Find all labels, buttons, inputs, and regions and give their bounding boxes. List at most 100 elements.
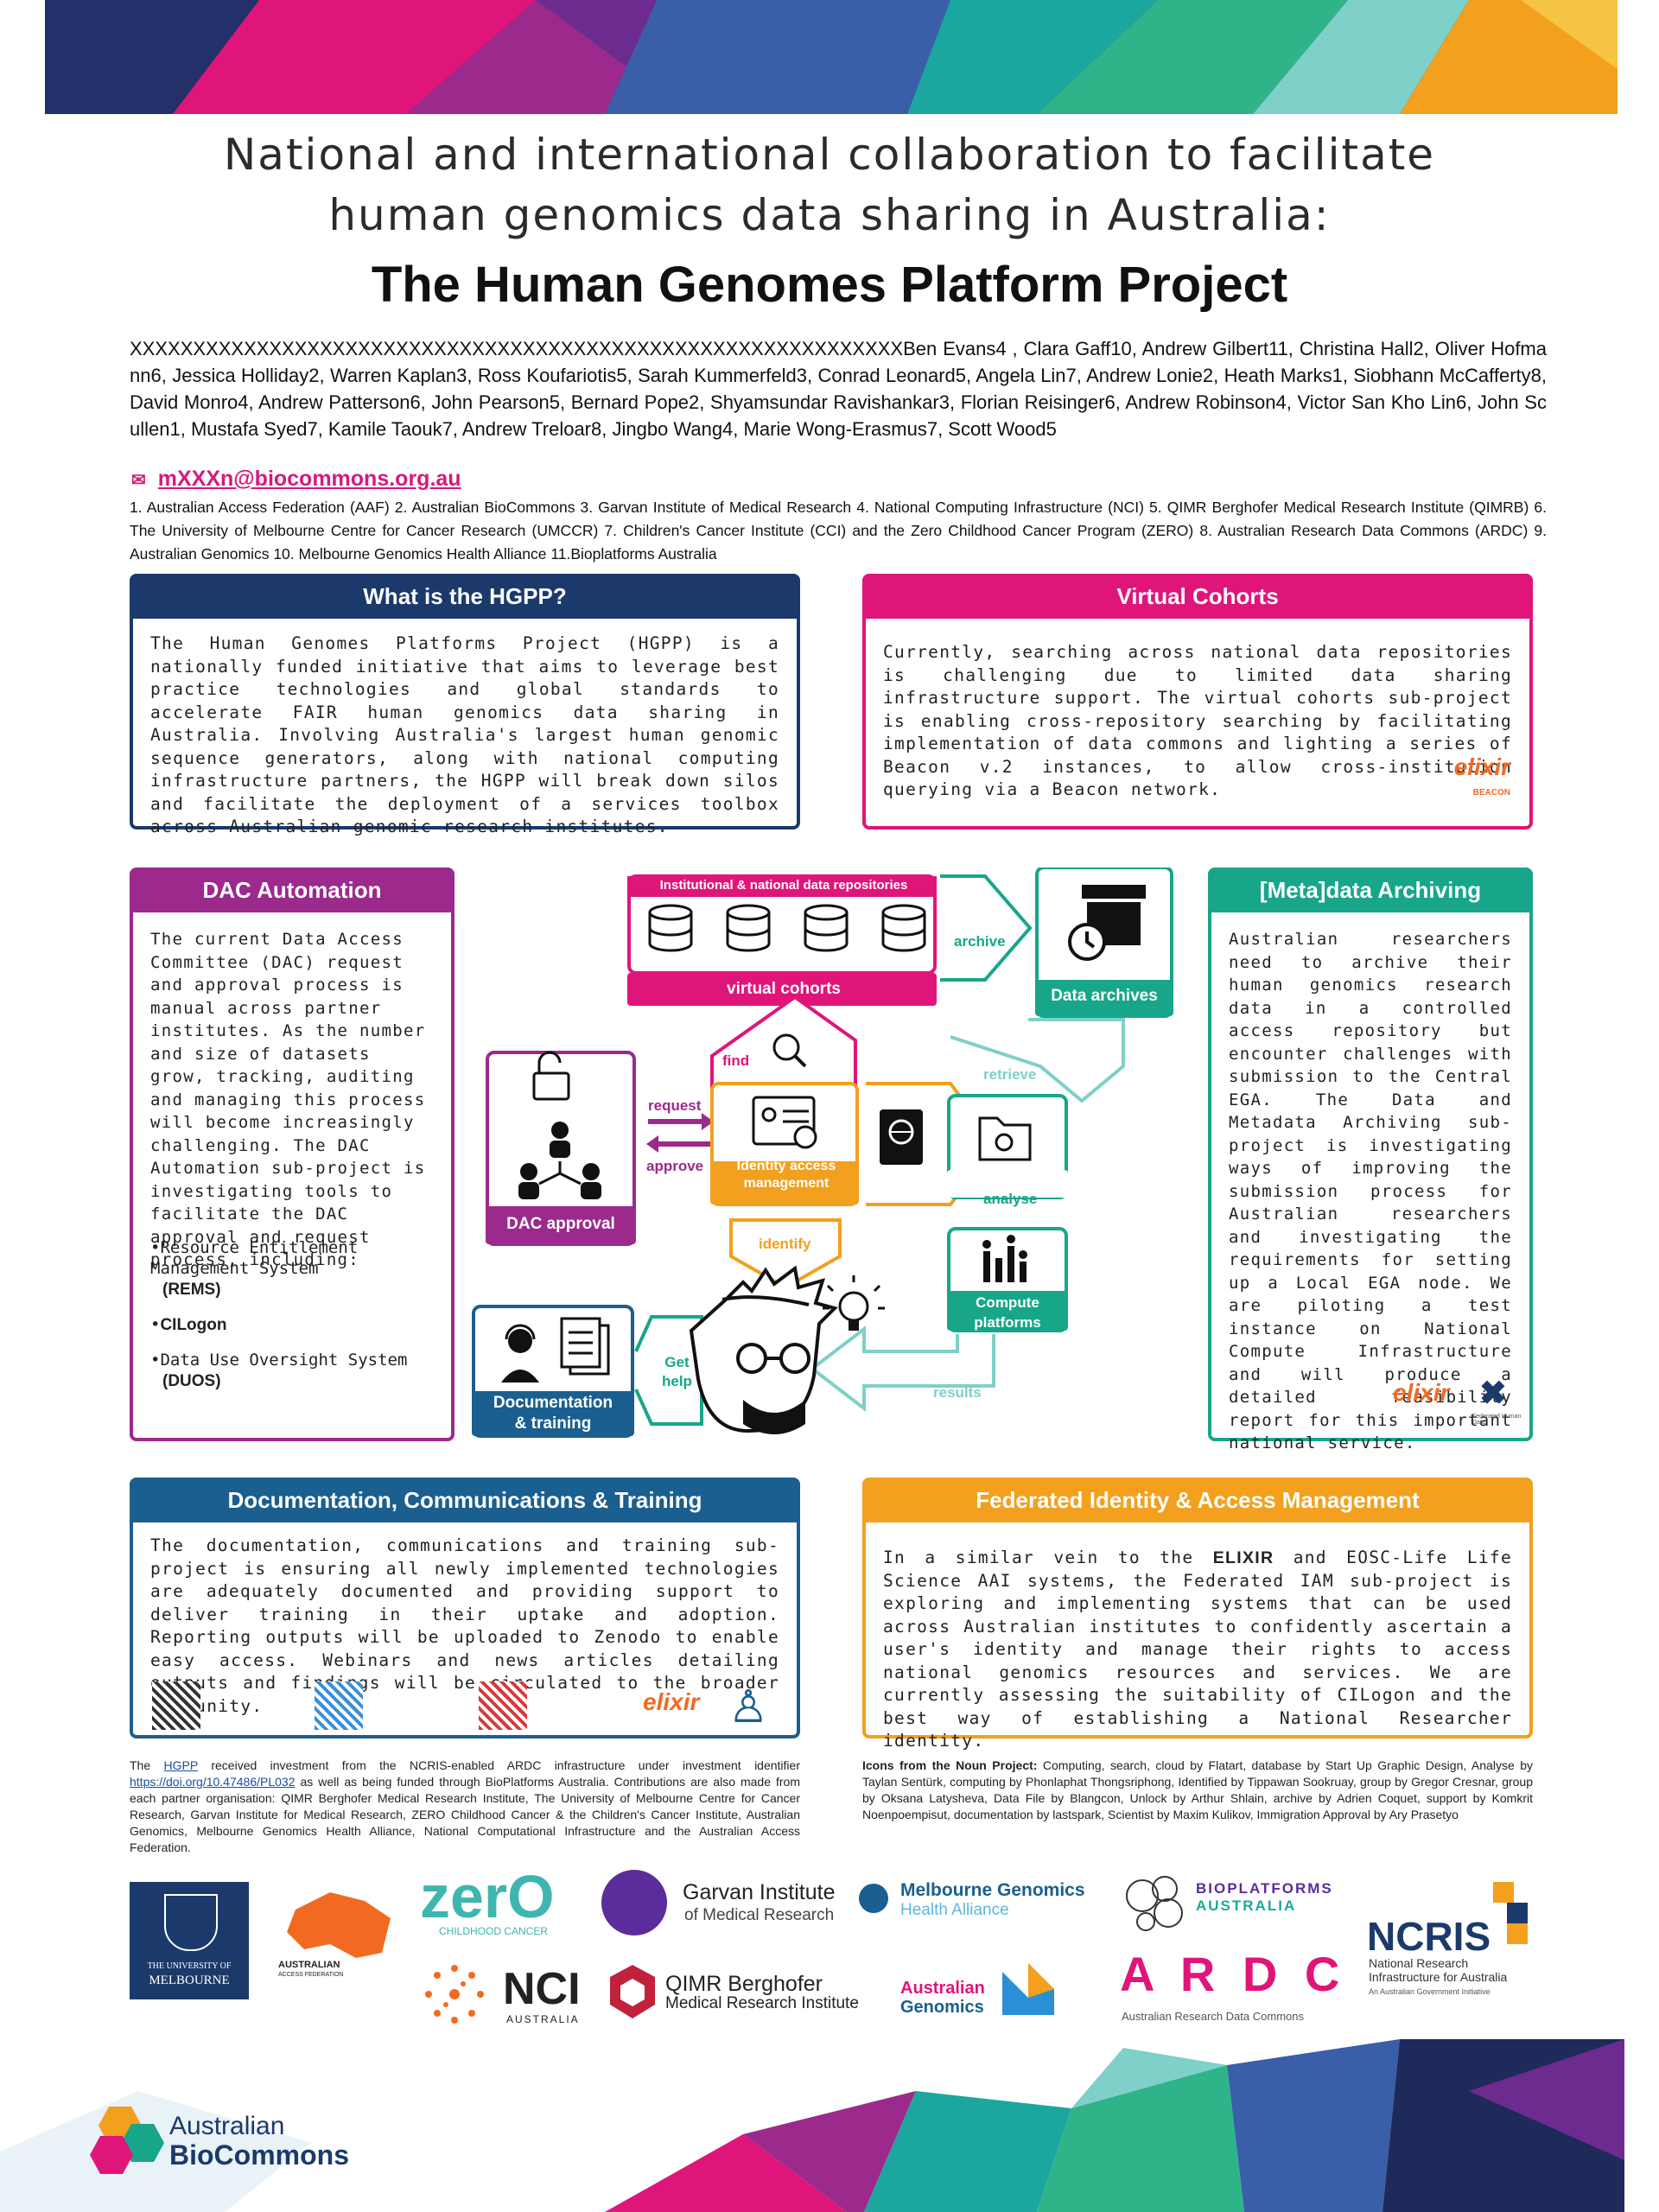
dac-bullet-cilogon: •CILogon (150, 1315, 227, 1334)
workflow-diagram (472, 868, 1173, 1438)
nci-sub: AUSTRALIA (506, 2013, 580, 2025)
lightbulb-icon (823, 1275, 885, 1331)
nci-icon (425, 1965, 484, 2024)
fed-heading: Federated Identity & Access Management (862, 1478, 1533, 1522)
request-approve-arrows (646, 1113, 714, 1153)
bpa-sub: AUSTRALIA (1196, 1897, 1297, 1914)
hgpp-box: What is the HGPP? The Human Genomes Plat… (130, 574, 800, 836)
title-main: The Human Genomes Platform Project (371, 257, 1288, 313)
docs-box: Documentation, Communications & Training… (130, 1478, 800, 1738)
mgha-name: Melbourne Genomics (900, 1880, 1085, 1900)
dac-bullet-duos: •Data Use Oversight System(DUOS) (150, 1351, 408, 1390)
approve-label: approve (646, 1158, 704, 1174)
garvan-icon (601, 1870, 667, 1936)
find-arrow (710, 995, 857, 1094)
doi-link[interactable]: https://doi.org/10.47486/PL032 (130, 1775, 296, 1789)
elixir-fed-logo: elixir ✖ Federated Human Data (1393, 1376, 1522, 1426)
ag-name-2: Genomics (900, 1998, 984, 2017)
request-label: request (648, 1097, 702, 1114)
archive-icon (1068, 885, 1146, 961)
docs-heading: Documentation, Communications & Training (130, 1478, 800, 1522)
unimelb-logo: THE UNIVERSITY OF MELBOURNE (130, 1882, 249, 1999)
cloud-folder-icon (978, 1116, 1032, 1161)
biocommons-icon (90, 2107, 164, 2174)
identify-label: identify (759, 1236, 811, 1252)
ncris-name: NCRIS (1367, 1914, 1491, 1959)
group-icon (518, 1122, 601, 1199)
crest-icon (164, 1894, 218, 1951)
retrieve-arrow (950, 1018, 1125, 1103)
qimr-name: QIMR Berghofer (665, 1972, 823, 1996)
data-archives-label: Data archives (1051, 987, 1158, 1005)
meta-box: [Meta]data Archiving Australian research… (1208, 868, 1533, 1452)
hgpp-link[interactable]: HGPP (163, 1758, 198, 1772)
aaf-logo: AUSTRALIAN ACCESS FEDERATION (278, 1884, 399, 1996)
repos-title: Institutional & national data repositori… (659, 878, 908, 893)
docs-body: The documentation, communications and tr… (150, 1535, 779, 1716)
dac-heading: DAC Automation (130, 868, 454, 912)
support-person-icon: ♙ (728, 1682, 769, 1732)
ardc-sub: Australian Research Data Commons (1122, 2010, 1304, 2023)
contact-email[interactable]: ✉ mXXXn@biocommons.org.au (131, 467, 461, 492)
mgha-icon (859, 1884, 888, 1913)
dac-bullets: •Resource Entitlement Management System(… (150, 1237, 435, 1392)
email-text: mXXXn@biocommons.org.au (157, 467, 461, 491)
search-icon (772, 1033, 800, 1061)
identify-arrow (729, 1218, 842, 1290)
funding-note: The HGPP received investment from the NC… (130, 1758, 800, 1854)
qr-code-youtube[interactable] (479, 1681, 527, 1730)
qr-code-zenodo[interactable] (152, 1681, 200, 1730)
hgpp-body: The Human Genomes Platforms Project (HGP… (150, 633, 779, 836)
archive-label: archive (954, 933, 1006, 950)
dac-box: DAC Automation The current Data Access C… (130, 868, 454, 1441)
ardc-name: A R D C (1120, 1947, 1347, 2001)
archive-arrow (940, 874, 1033, 982)
ag-name-1: Australian (900, 1979, 985, 1998)
elixir-logo: elixir (643, 1688, 700, 1715)
dac-bullet-rems: •Resource Entitlement Management System(… (150, 1238, 359, 1299)
virtual-body: Currently, searching across national dat… (883, 642, 1512, 799)
garvan-sub: of Medical Research (684, 1906, 835, 1924)
hgpp-heading: What is the HGPP? (130, 574, 800, 619)
title-line-1: National and international collaboration… (223, 130, 1436, 180)
meta-heading: [Meta]data Archiving (1208, 868, 1533, 912)
fed-body: In a similar vein to the ELIXIR and EOSC… (883, 1548, 1512, 1751)
meta-body: Australian researchers need to archive t… (1229, 930, 1512, 1452)
identity-icon (752, 1096, 817, 1149)
analyse-label: analyse (983, 1191, 1038, 1207)
elixir-beacon-logo: elixir BEACON (1453, 753, 1510, 798)
fed-box: Federated Identity & Access Management I… (862, 1478, 1533, 1751)
dac-approval-label: DAC approval (506, 1215, 615, 1233)
virtual-box: Virtual Cohorts Currently, searching acr… (862, 574, 1533, 830)
ncris-icon (1493, 1882, 1528, 1944)
ncris-line-2: Infrastructure for Australia (1369, 1970, 1508, 1984)
affiliations: 1. Australian Access Federation (AAF) 2.… (130, 499, 1547, 563)
documentation-icon (560, 1317, 610, 1376)
docs-training-label: Documentation& training (493, 1394, 613, 1433)
virtual-heading: Virtual Cohorts (862, 574, 1533, 619)
scientist-icon (689, 1265, 838, 1434)
biocommons-name-1: Australian (169, 2112, 285, 2140)
biocommons-name-2: BioCommons (169, 2139, 349, 2171)
ncris-line-1: National Research (1369, 1956, 1469, 1970)
zero-logo: zerO CHILDHOOD CANCER (420, 1863, 555, 1937)
computing-icon (982, 1235, 1027, 1282)
qimr-sub: Medical Research Institute (665, 1994, 859, 2012)
qimr-icon (610, 1965, 655, 2018)
database-icons (648, 904, 926, 952)
icon-credits: Icons from the Noun Project: Computing, … (862, 1758, 1533, 1821)
top-banner (45, 0, 1618, 114)
dna-icon: ✖ (1479, 1376, 1507, 1412)
mgha-sub: Health Alliance (900, 1901, 1009, 1919)
ncris-line-3: An Australian Government Initiative (1369, 1987, 1491, 1996)
results-label: results (933, 1384, 982, 1401)
title-line-2: human genomics data sharing in Australia… (328, 190, 1331, 240)
retrieve-label: retrieve (983, 1066, 1037, 1083)
email-icon: ✉ (131, 471, 146, 490)
dac-body: The current Data Access Committee (DAC) … (150, 930, 426, 1269)
ag-icon (1002, 1963, 1054, 2015)
qr-code-twitter[interactable] (315, 1681, 363, 1730)
